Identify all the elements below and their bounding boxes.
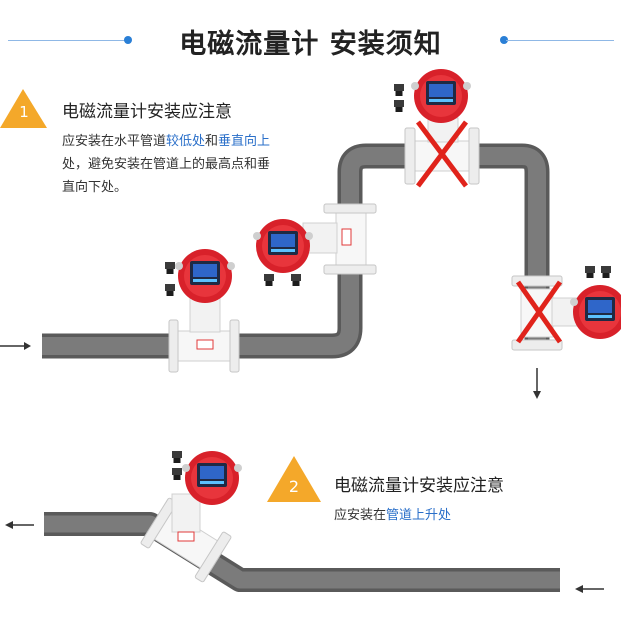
note-2-number: 2 bbox=[288, 477, 300, 496]
pipe-system-1 bbox=[0, 69, 621, 399]
note-2-heading: 电磁流量计安装应注意 bbox=[334, 476, 504, 496]
flow-arrow-outlet bbox=[533, 368, 541, 399]
note-2-text-a: 应安装在 bbox=[334, 508, 387, 523]
note-1-text-c: 和 bbox=[205, 134, 219, 149]
note-1-text-a: 应安装在水平管道 bbox=[62, 134, 167, 149]
flow-arrow-right bbox=[575, 585, 604, 593]
note-1-line-1: 应安装在水平管道较低处和垂直向上 bbox=[62, 130, 332, 153]
flow-meter-highest-point-wrong bbox=[394, 69, 480, 188]
title-right-line bbox=[506, 40, 614, 41]
note-1-body: 应安装在水平管道较低处和垂直向上 处，避免安装在管道上的最高点和垂 直向下处。 bbox=[62, 130, 332, 199]
page-title: 电磁流量计 安装须知 bbox=[179, 29, 442, 60]
flow-arrow-left bbox=[5, 521, 34, 529]
flow-meter-rising-section bbox=[140, 451, 242, 583]
note-2-body: 应安装在管道上升处 bbox=[334, 504, 604, 527]
flow-arrow-inlet bbox=[0, 342, 31, 350]
wrong-cross-icon bbox=[416, 120, 468, 188]
note-1-number-badge bbox=[0, 89, 47, 128]
note-1-highlight-vertical: 垂直向上 bbox=[218, 134, 271, 149]
note-1-line-3: 直向下处。 bbox=[62, 180, 128, 195]
header: 电磁流量计 安装须知 bbox=[0, 18, 621, 60]
flow-meter-vertical-up bbox=[253, 203, 377, 286]
flow-meter-horizontal-low bbox=[165, 249, 240, 373]
title-left-line bbox=[8, 40, 126, 41]
note-1-line-2: 处，避免安装在管道上的最高点和垂 bbox=[62, 157, 271, 172]
wrong-cross-icon bbox=[515, 280, 563, 344]
pipe-system-2 bbox=[5, 451, 604, 593]
note-1-highlight-low: 较低处 bbox=[166, 134, 206, 149]
note-1-number: 1 bbox=[19, 103, 29, 121]
note-1-heading: 电磁流量计安装应注意 bbox=[62, 102, 232, 122]
title-right-dot bbox=[500, 36, 508, 44]
title-left-dot bbox=[124, 36, 132, 44]
flow-meter-vertical-down-wrong bbox=[511, 266, 621, 351]
note-2-number-badge bbox=[267, 456, 321, 502]
note-2-highlight-rising: 管道上升处 bbox=[386, 508, 452, 523]
